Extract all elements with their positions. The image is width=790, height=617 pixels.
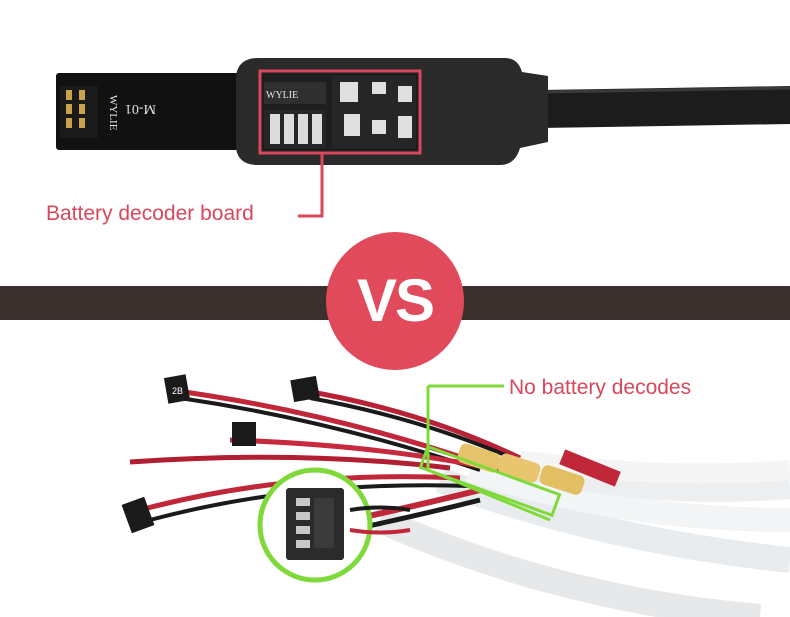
decoder-cable (56, 58, 790, 218)
model-print: M-01 (125, 101, 156, 116)
bare-wire-highlight (418, 444, 562, 518)
vs-text: VS (356, 267, 435, 334)
vs-badge (326, 232, 464, 370)
no-decoder-label: No battery decodes (509, 376, 692, 399)
flex-connector (56, 73, 246, 150)
connector-tag: 2B (172, 386, 183, 396)
plain-cables (121, 374, 790, 617)
brand-print: WYLIE (107, 95, 119, 131)
battery-decoder-label: Battery decoder board (46, 202, 254, 225)
chip-print: WYLIE (266, 90, 298, 101)
